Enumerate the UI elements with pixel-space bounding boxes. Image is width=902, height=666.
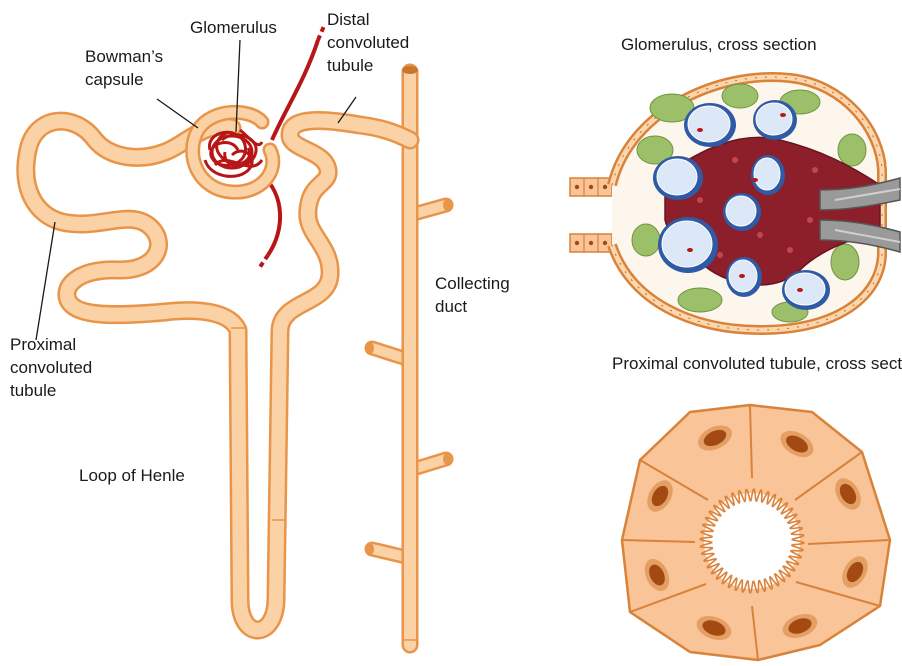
collecting-duct bbox=[366, 66, 451, 645]
glomerulus-cross-section bbox=[570, 77, 900, 330]
tubule-stub-bottom bbox=[570, 234, 612, 252]
capillary-loop bbox=[751, 155, 785, 195]
leader-bowmans-capsule bbox=[157, 99, 198, 128]
label-glomerulus: Glomerulus bbox=[190, 16, 277, 39]
pct-cross-section bbox=[622, 405, 890, 660]
capillary-loop bbox=[723, 193, 761, 231]
title-glomerulus-cross-section: Glomerulus, cross section bbox=[621, 33, 817, 56]
title-pct-cross-section: Proximal convoluted tubule, cross sectio… bbox=[612, 352, 902, 375]
capillary-loop bbox=[658, 217, 718, 273]
glomerulus-tuft bbox=[205, 130, 262, 176]
label-loop-of-henle: Loop of Henle bbox=[79, 464, 185, 487]
capillary-loop bbox=[782, 270, 830, 310]
label-distal-convoluted-tubule: Distal convoluted tubule bbox=[327, 8, 409, 77]
capillary-loop bbox=[753, 100, 797, 140]
label-bowmans-capsule: Bowman’s capsule bbox=[85, 45, 163, 91]
capillary-loop bbox=[684, 103, 736, 147]
tubule-stub-top bbox=[570, 178, 612, 196]
label-proximal-convoluted-tubule: Proximal convoluted tubule bbox=[10, 333, 92, 402]
capillary-loop bbox=[653, 156, 703, 200]
label-collecting-duct: Collecting duct bbox=[435, 272, 510, 318]
leader-proximal-convoluted-tubule bbox=[36, 222, 55, 340]
